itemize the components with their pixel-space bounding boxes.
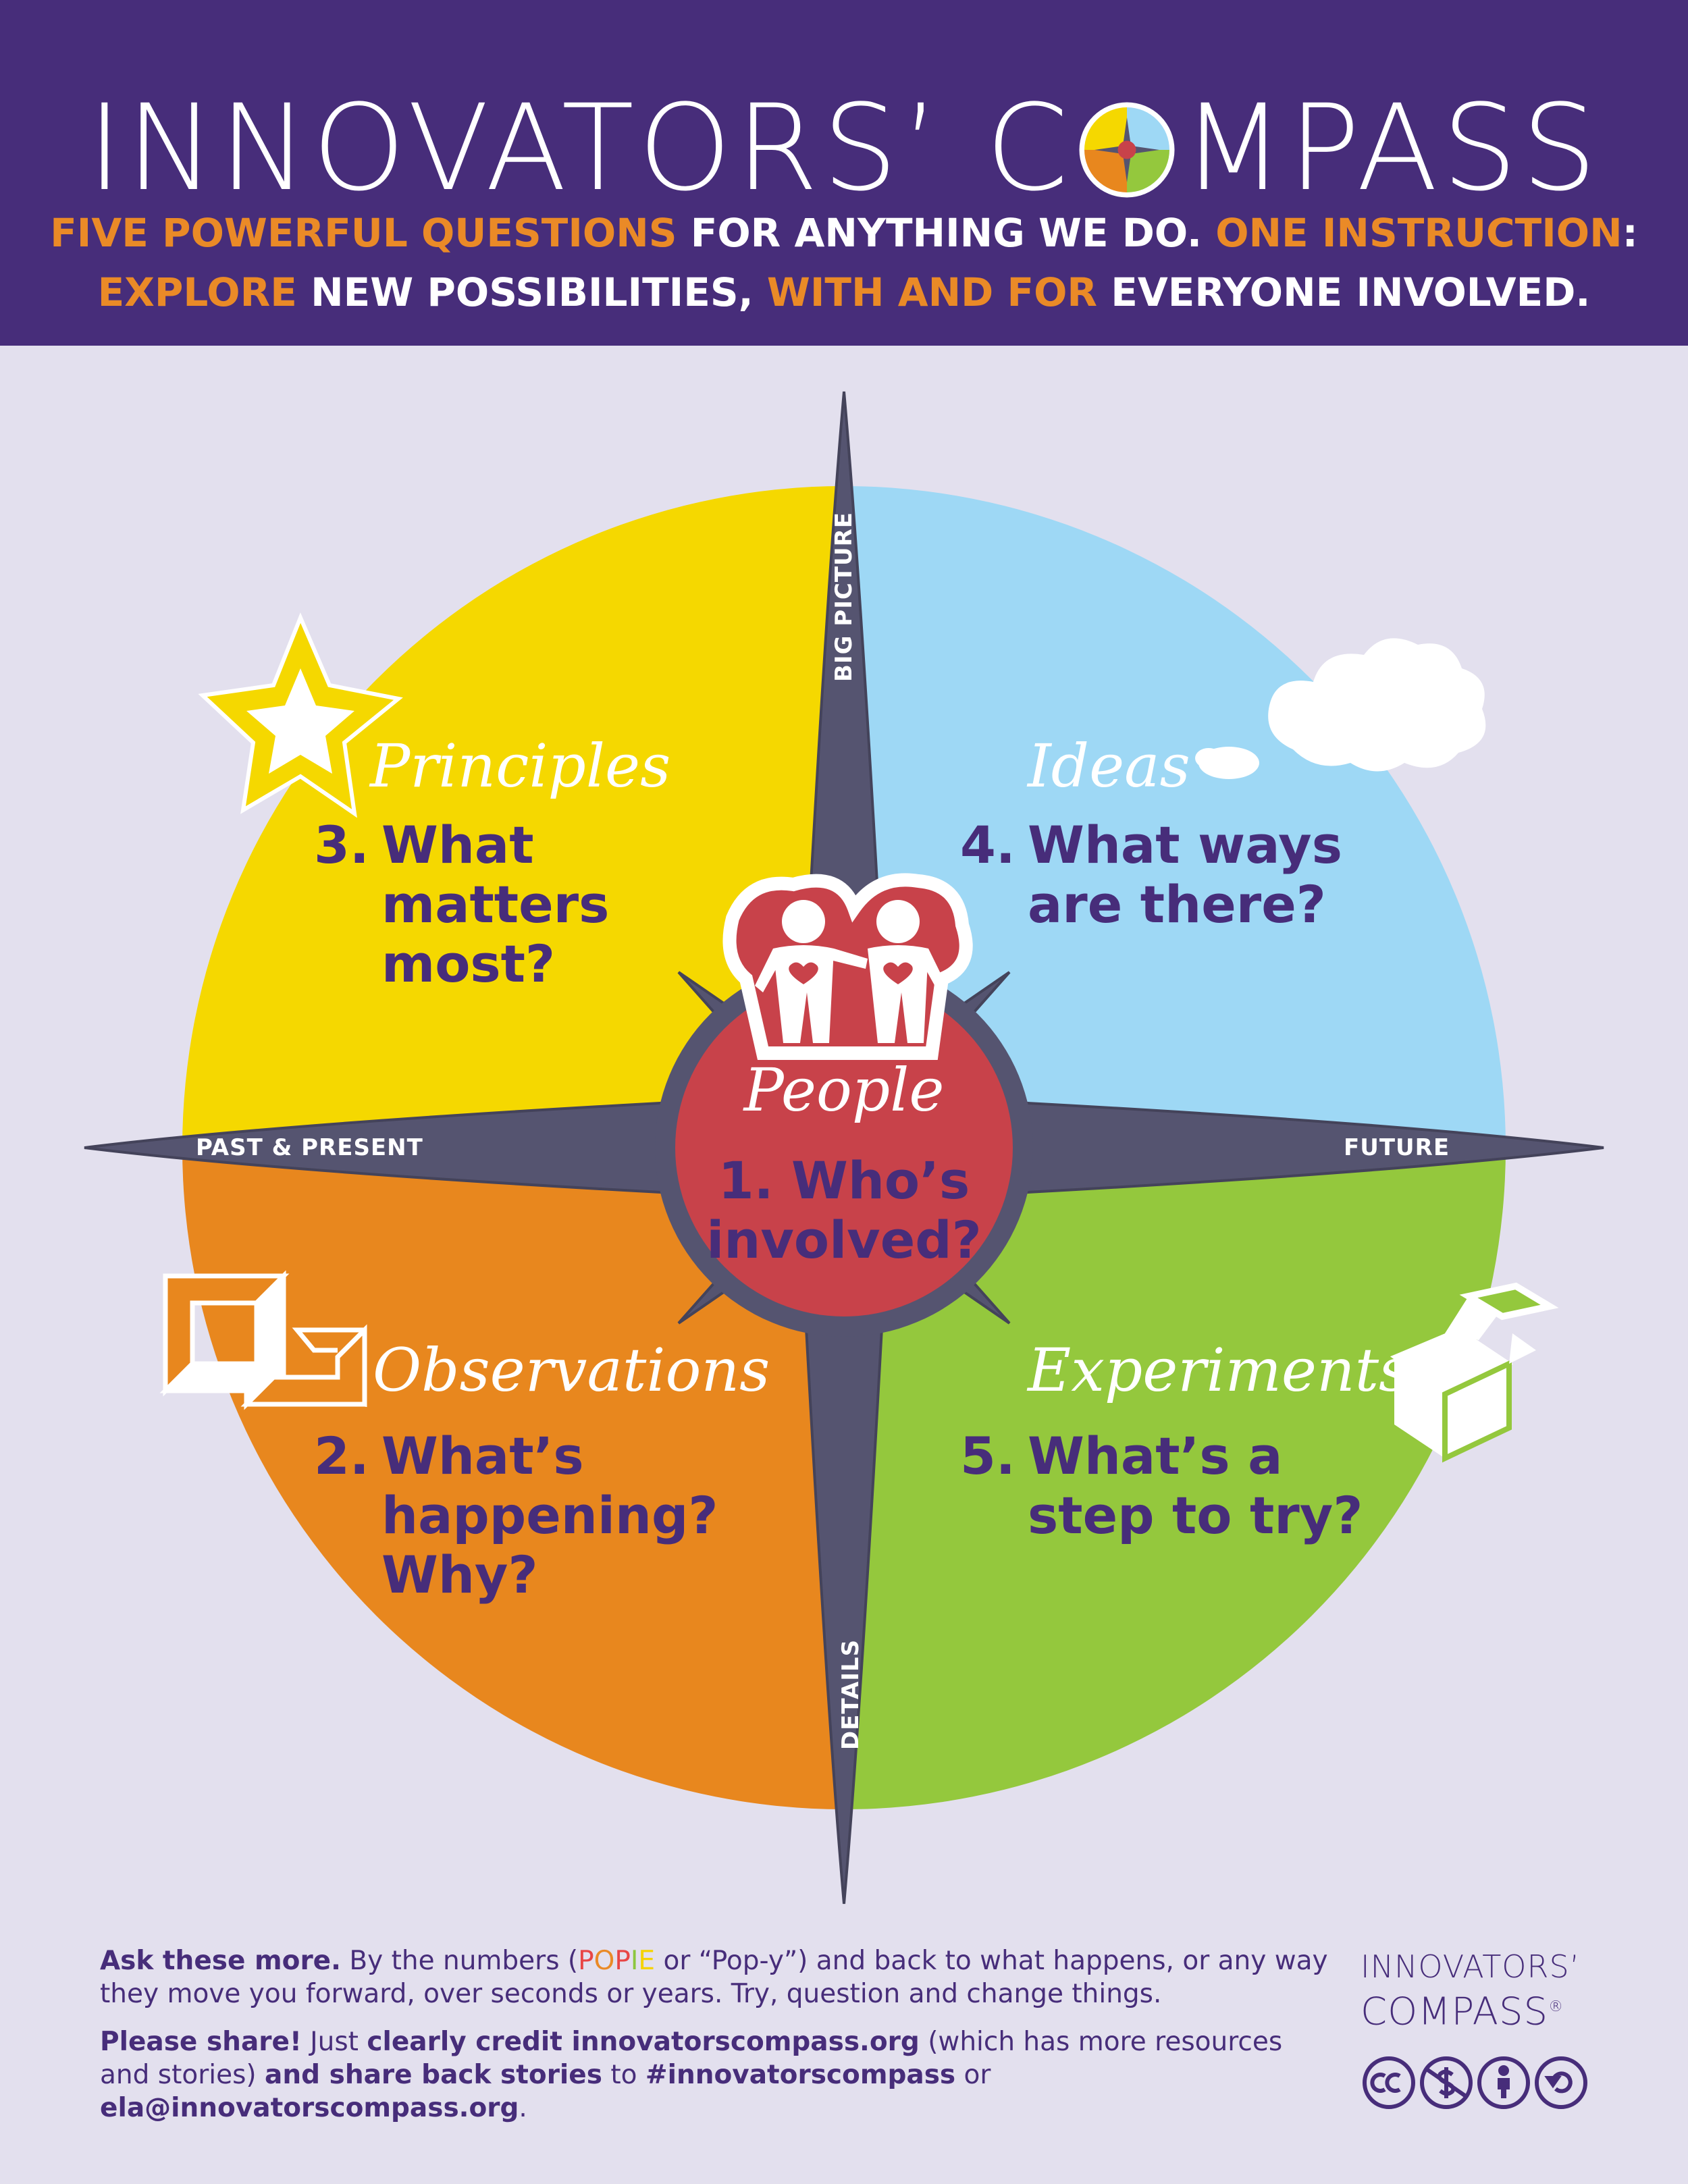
share-bold3: and share back stories [265,2060,602,2090]
subtitle-line1: FIVE POWERFUL QUESTIONS FOR ANYTHING WE … [0,209,1688,257]
footer-logo-line1: INNOVATORS’ [1361,1948,1581,1985]
footer-logo: INNOVATORS’ COMPASS® [1361,1948,1590,2034]
hashtag-link[interactable]: #innovatorscompass [645,2060,956,2090]
axis-past-present: PAST & PRESENT [196,1134,423,1161]
principles-question-text: What matters most? [381,815,610,994]
email-link[interactable]: ela@innovatorscompass.org [100,2093,519,2123]
cc-icon [1363,2056,1415,2109]
popie-letter-2: O [594,1946,615,1976]
experiments-title: Experiments [1028,1335,1410,1405]
experiments-number: 5. [960,1426,1016,1486]
people-center [675,979,1013,1316]
title-part2: MPASS [1182,79,1601,217]
axis-details: DETAILS [837,1639,864,1751]
people-question: 1. Who’s involved? [702,1151,986,1270]
open-box-icon [1390,1282,1559,1463]
share-text5: . [519,2093,527,2123]
credit-link[interactable]: clearly credit innovatorscompass.org [367,2027,920,2057]
experiments-question-text: What’s a step to try? [1028,1426,1363,1545]
popie-letter-4: I [630,1946,639,1976]
ask-bold: Ask these more. [100,1946,341,1976]
observations-question-text: What’s happening? Why? [381,1426,718,1605]
footer-logo-line2: COMPASS® [1361,1986,1590,2034]
subtitle_line1-segment-2: FOR ANYTHING WE DO. [677,210,1216,256]
principles-title: Principles [370,731,671,801]
principles-question: 3.What matters most? [314,815,760,994]
subtitle_line2-segment-2: NEW POSSIBILITIES, [296,269,767,315]
axis-big-picture: BIG PICTURE [830,511,858,682]
share-alike-icon [1535,2056,1587,2109]
share-text4: or [955,2060,991,2090]
ask-text1: By the numbers ( [340,1946,579,1976]
people-question-text: Who’s involved? [706,1150,982,1270]
cloud-icon [1195,638,1486,779]
title-part1: INNOVATORS’ C [87,79,1073,217]
frame-icon [159,1270,367,1410]
header-banner: INNOVATORS’ C MPASS FIVE POWERFUL QUESTI… [0,0,1688,346]
page-title: INNOVATORS’ C MPASS [0,81,1688,216]
share-bold1: Please share! [100,2027,302,2057]
license-badges [1363,2056,1587,2109]
ask-paragraph: Ask these more. By the numbers (POPIE or… [100,1944,1336,2010]
experiments-question: 5.What’s a step to try? [960,1426,1406,1545]
principles-quadrant [182,486,844,1148]
footer-text: Ask these more. By the numbers (POPIE or… [100,1944,1336,2139]
subtitle_line2-segment-3: WITH AND FOR [766,269,1098,315]
registered-mark: ® [1548,1998,1564,2015]
ideas-title: Ideas [1028,731,1190,801]
experiments-quadrant [844,1148,1506,1809]
share-text2: (which has more resources and stories) [100,2027,1283,2090]
people-number: 1. [718,1150,774,1210]
ideas-question: 4.What ways are there? [960,815,1379,934]
popie-letter-5: E [638,1946,656,1976]
popie-letter-3: P [614,1946,631,1976]
observations-quadrant [182,1148,844,1809]
people-hearts-icon [722,873,973,1060]
share-text3: to [602,2060,645,2090]
popie-letter-1: P [578,1946,594,1976]
principles-number: 3. [314,815,369,875]
axis-future: FUTURE [1344,1134,1450,1161]
compass-logo-icon [1079,102,1175,198]
subtitle_line2-segment-4: EVERYONE INVOLVED. [1097,269,1591,315]
star-icon [198,612,403,818]
noncommercial-icon [1420,2056,1473,2109]
share-paragraph: Please share! Just clearly credit innova… [100,2025,1336,2125]
ideas-number: 4. [960,815,1016,875]
ask-text2: or “Pop-y”) and back to what happens, or… [100,1946,1328,2009]
subtitle-line2: EXPLORE NEW POSSIBILITIES, WITH AND FOR … [0,269,1688,316]
share-text1: Just [301,2027,367,2057]
people-title: People [743,1055,945,1125]
subtitle_line1-segment-4: : [1622,210,1638,256]
ideas-quadrant [844,486,1506,1148]
observations-question: 2.What’s happening? Why? [314,1426,733,1605]
observations-number: 2. [314,1426,369,1486]
footer-logo-word: COMPASS [1361,1990,1549,2034]
observations-title: Observations [373,1335,770,1405]
subtitle_line1-segment-3: ONE INSTRUCTION [1215,210,1623,256]
subtitle_line2-segment-1: EXPLORE [97,269,297,315]
attribution-icon [1477,2056,1530,2109]
ideas-question-text: What ways are there? [1028,815,1342,934]
subtitle_line1-segment-1: FIVE POWERFUL QUESTIONS [50,210,677,256]
